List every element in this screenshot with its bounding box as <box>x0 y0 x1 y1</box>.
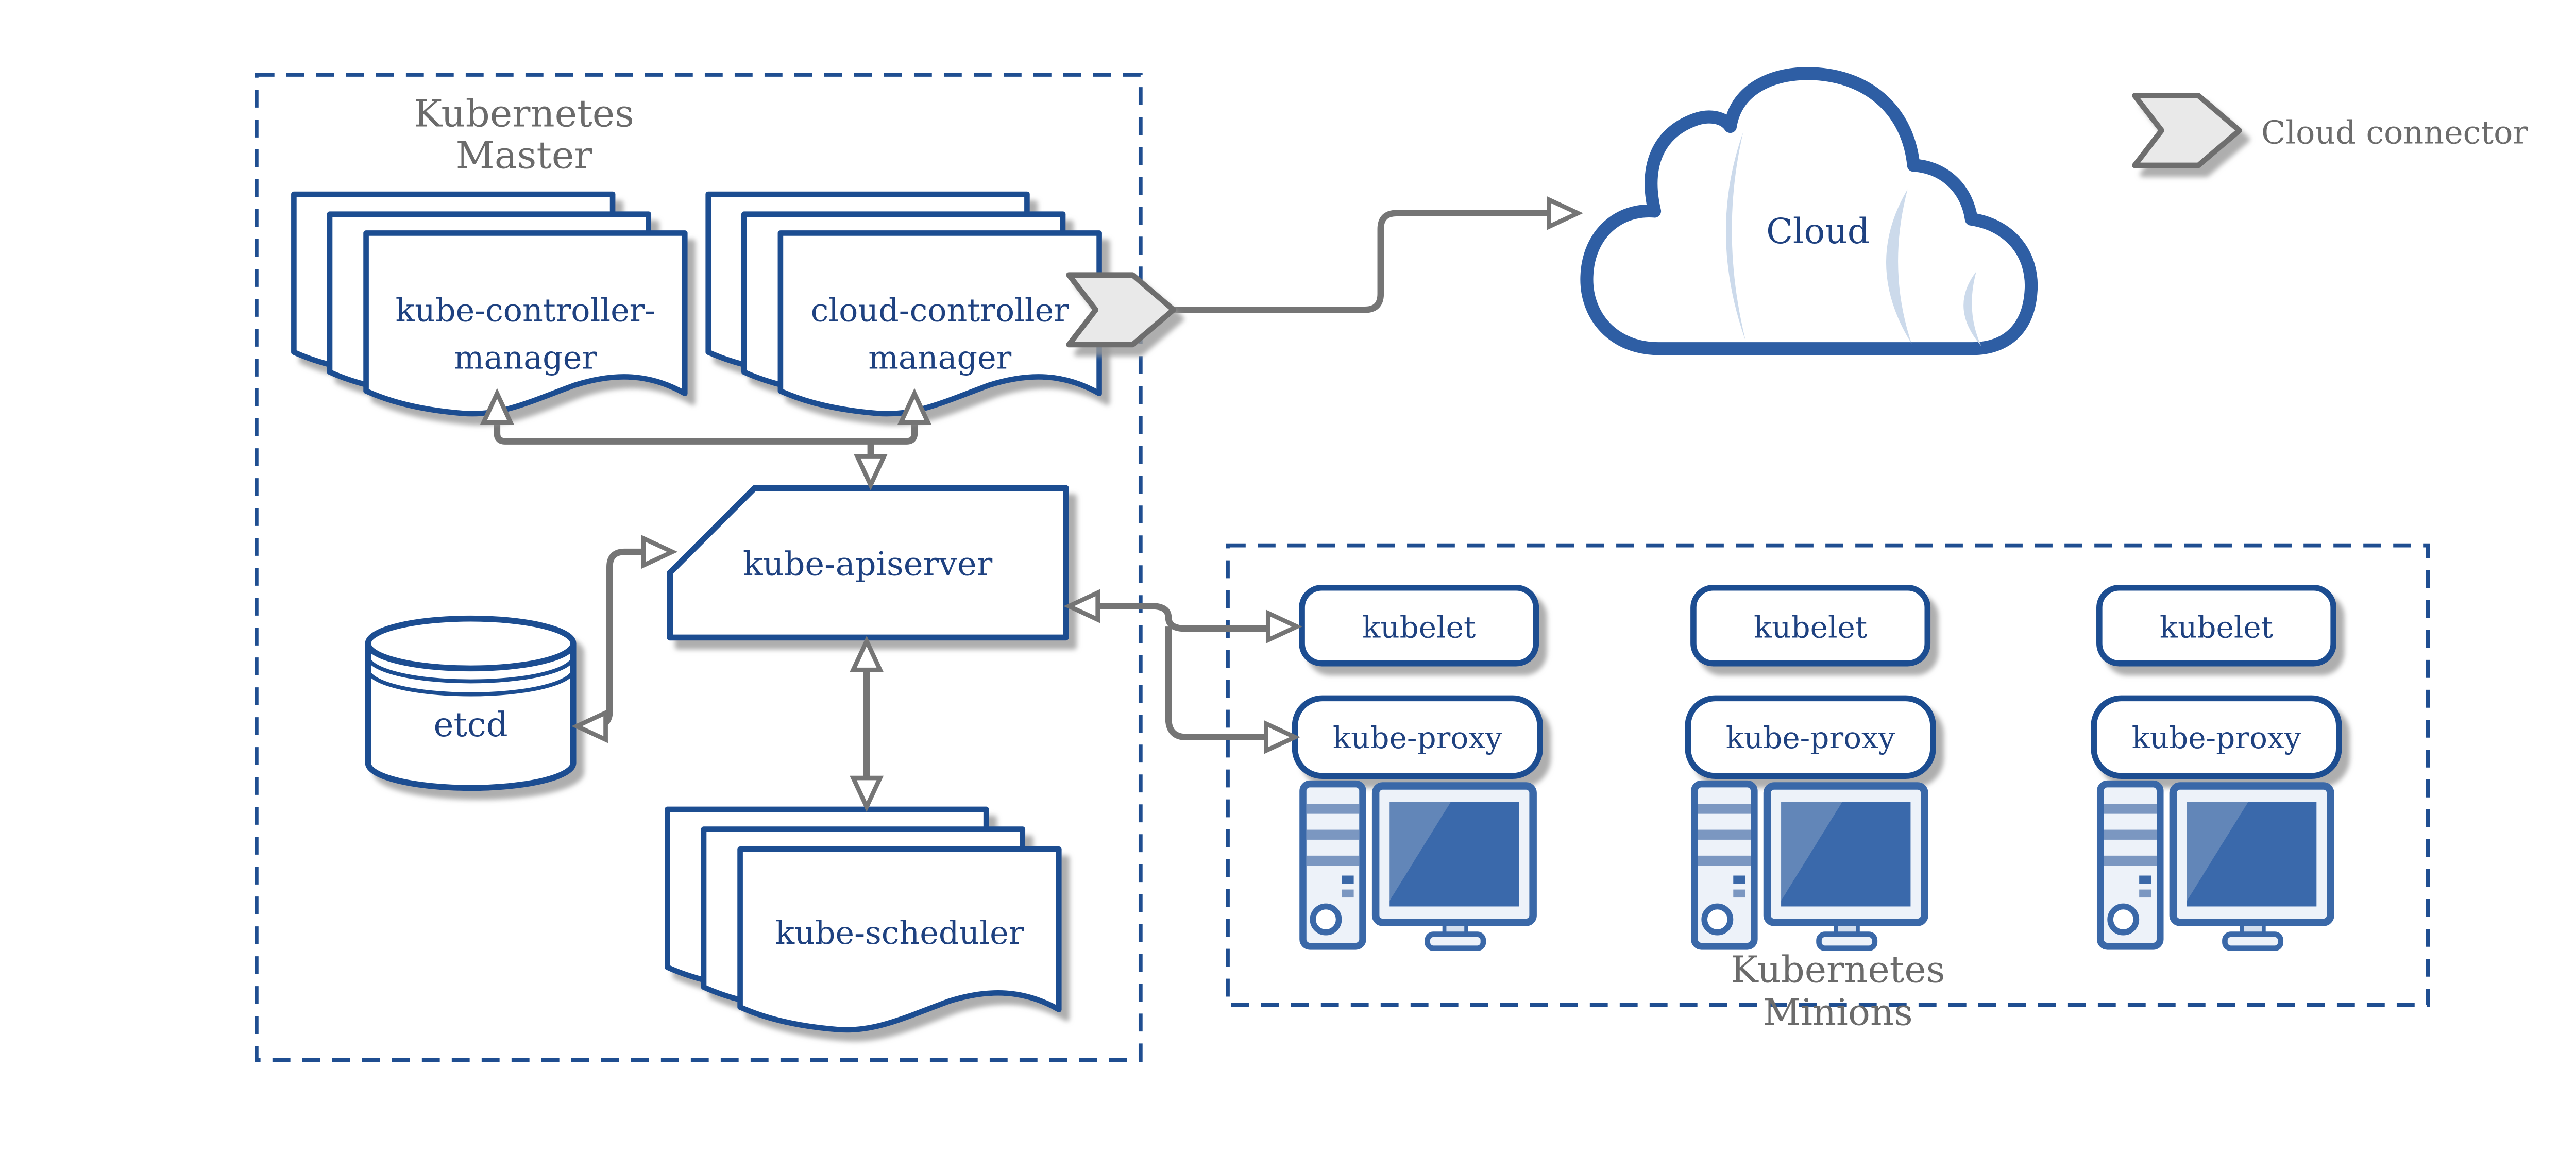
minion-computer-icon <box>1694 784 1925 948</box>
minion-computer-icon <box>1303 784 1533 948</box>
etcd-node: etcd <box>365 615 577 791</box>
kube-proxy-label: kube-proxy <box>1333 720 1502 755</box>
kubernetes-master-boundary <box>255 73 1143 1062</box>
kubelet-node <box>1299 584 1539 667</box>
arrow-down-into-apiserver-top <box>853 454 888 490</box>
cloud-connector-legend-label: Cloud connector <box>2261 114 2528 151</box>
arrow-right-into-kube-proxy <box>1264 720 1300 754</box>
kubelet-node <box>2096 584 2336 667</box>
etcd-label: etcd <box>433 705 507 744</box>
kube-proxy-label: kube-proxy <box>1726 720 1895 755</box>
minion-column-3: kubelet kube-proxy <box>2091 584 2342 948</box>
kubelet-label: kubelet <box>1362 609 1476 645</box>
kubernetes-minions-boundary <box>1226 543 2430 1007</box>
minions-title-line2: Minions <box>1763 991 1913 1034</box>
cloud-node: Cloud <box>1580 67 2038 355</box>
cloud-sheen-2 <box>1886 189 1912 344</box>
cloud-connector-legend: Cloud connector <box>2132 93 2528 168</box>
master-title-line1: Kubernetes <box>414 92 634 136</box>
arrow-up-into-kube-controller-manager <box>480 388 514 425</box>
arrow-left-into-apiserver-right <box>1063 589 1100 623</box>
master-title-line2: Master <box>456 134 593 178</box>
minion-computer-icon <box>2100 784 2331 948</box>
kube-proxy-node <box>1685 695 1936 779</box>
kube-proxy-label: kube-proxy <box>2132 720 2301 755</box>
kube-controller-manager-node: kube-controller- manager <box>294 194 685 414</box>
cloud-connector-icon <box>1066 272 1176 348</box>
kube-apiserver-node: kube-apiserver <box>667 485 1069 641</box>
kube-controller-manager-label-line2: manager <box>454 339 597 376</box>
arrow-right-into-apiserver-left <box>641 535 678 569</box>
kube-controller-manager-label-line1: kube-controller- <box>396 292 655 329</box>
cloud-controller-manager-label-line1: cloud-controller <box>811 292 1070 329</box>
apiserver-etcd-wire <box>594 548 645 730</box>
controller-managers-bus-wire <box>494 422 918 445</box>
arrow-left-into-etcd <box>571 709 608 743</box>
cloud-label: Cloud <box>1766 211 1870 251</box>
cloud-connector-legend-icon <box>2132 93 2242 168</box>
cloud-controller-manager-label-line2: manager <box>868 339 1011 376</box>
arrow-right-into-kubelet <box>1265 609 1302 644</box>
kube-apiserver-box <box>667 485 1069 641</box>
arrow-up-into-cloud-controller-manager <box>897 388 931 425</box>
minion-column-1: kubelet kube-proxy <box>1292 584 1543 948</box>
cloud-controller-manager-node: cloud-controller manager <box>708 194 1099 414</box>
apiserver-kubeproxy-wire <box>1165 626 1273 741</box>
minion-column-2: kubelet kube-proxy <box>1685 584 1936 948</box>
apiserver-kubelet-wire <box>1072 603 1275 632</box>
kubernetes-architecture-diagram: kube-controller- manager cloud-controlle… <box>255 67 2529 1062</box>
kube-scheduler-node: kube-scheduler <box>667 809 1059 1030</box>
minions-title-line1: Kubernetes <box>1731 948 1945 991</box>
kube-apiserver-label: kube-apiserver <box>743 546 993 584</box>
master-title: Kubernetes Master <box>414 92 634 178</box>
minions-title: Kubernetes Minions <box>1731 948 1945 1033</box>
cloud-sheen-3 <box>1963 271 1981 346</box>
cloud-connector-wire <box>1171 210 1556 313</box>
cloud-sheen-1 <box>1725 132 1746 342</box>
kube-proxy-node <box>2091 695 2342 779</box>
kubelet-node <box>1690 584 1931 667</box>
kube-scheduler-label: kube-scheduler <box>775 914 1024 952</box>
arrow-right-into-cloud <box>1547 196 1583 230</box>
kubelet-label: kubelet <box>2160 609 2273 645</box>
kubelet-label: kubelet <box>1754 609 1867 645</box>
arrow-up-into-apiserver-bottom <box>850 635 884 672</box>
arrowheads <box>480 196 1583 812</box>
arrow-down-into-kube-scheduler <box>850 775 884 812</box>
cloud-shape <box>1580 67 2038 355</box>
